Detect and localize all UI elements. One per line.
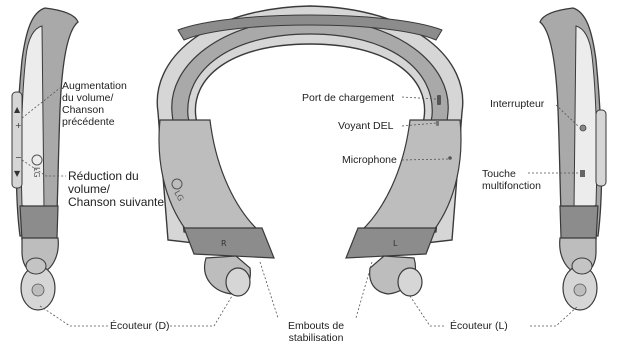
- label-volume-down: Réduction du volume/ Chanson suivante: [68, 170, 164, 209]
- leader-earbud-l-1: [410, 296, 446, 326]
- side-view-left-band: [560, 206, 598, 240]
- led-mark: [436, 120, 439, 126]
- side-view-left-unit: [540, 8, 606, 310]
- label-earbud-left: Écouteur (L): [450, 320, 508, 332]
- neckband-l-earbud-tip: [398, 268, 422, 296]
- microphone-mark: [448, 156, 452, 160]
- label-power-switch: Interrupteur: [490, 98, 544, 110]
- side-view-right-unit: ▲ + − ▼ LG: [12, 8, 78, 310]
- side-marker-r: R: [221, 239, 227, 248]
- side-marker-l: L: [393, 239, 398, 248]
- leader-earbud-l-2: [530, 306, 578, 326]
- svg-text:▲: ▲: [14, 105, 21, 114]
- neckband-r-band: [184, 228, 274, 258]
- label-stabilizers: Embouts de stabilisation: [288, 320, 344, 344]
- neckband-l-band: [346, 228, 436, 258]
- label-microphone: Microphone: [342, 154, 397, 166]
- label-volume-up: Augmentation du volume/ Chanson précéden…: [62, 80, 127, 128]
- charging-port-mark: [437, 95, 441, 105]
- label-multifunction: Touche multifonction: [482, 168, 541, 192]
- leader-stabilizer-1: [260, 262, 278, 318]
- side-view-left-button-strip: [596, 110, 606, 186]
- leader-stabilizer-2: [356, 262, 372, 318]
- neckband-front-view: R L LG: [157, 6, 463, 296]
- power-switch-mark: [580, 125, 586, 131]
- label-earbud-right: Écouteur (D): [110, 320, 170, 332]
- label-led: Voyant DEL: [338, 120, 393, 132]
- svg-text:▼: ▼: [14, 169, 21, 178]
- svg-text:−: −: [15, 153, 22, 162]
- label-charging-port: Port de chargement: [302, 92, 394, 104]
- svg-text:LG: LG: [32, 167, 41, 178]
- neckband-r-earbud-tip: [226, 268, 250, 296]
- multifunction-key-mark: [580, 170, 585, 177]
- side-view-right-band: [20, 206, 58, 240]
- svg-text:+: +: [15, 121, 22, 130]
